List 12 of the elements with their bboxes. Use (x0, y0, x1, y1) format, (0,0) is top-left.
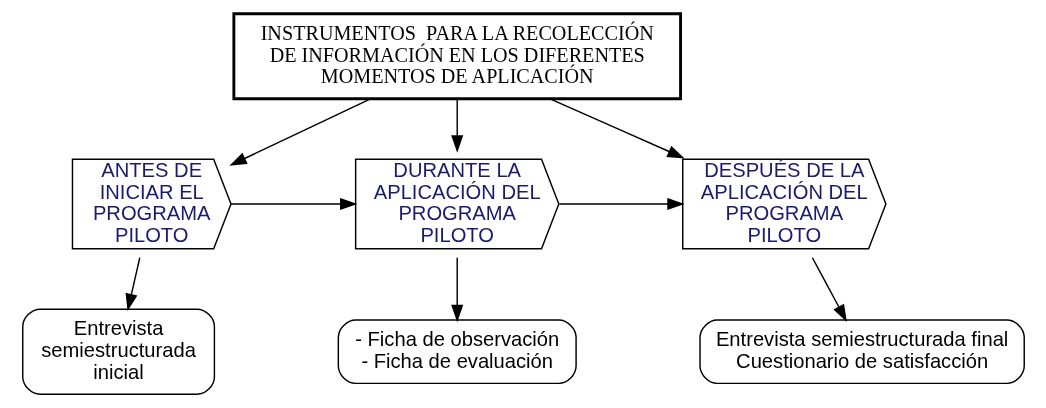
arrow (548, 98, 685, 159)
arrow (450, 257, 463, 323)
arrow (229, 197, 357, 211)
arrow (125, 257, 140, 312)
node-box: INSTRUMENTOS PARA LA RECOLECCIÓN DE INFORMACIÓN EN LOS DIFERENTES MOMENTOS DE APLICACIÓN (231, 12, 682, 101)
node-box: Entrevista semiestructurada inicial (21, 308, 215, 395)
arrow (558, 197, 685, 211)
arrow (228, 98, 371, 166)
node-box: - Ficha de observación - Ficha de evaluación (337, 319, 577, 385)
node-box: Entrevista semiestructurada final Cuestionario de satisfacción (698, 319, 1025, 385)
arrow (811, 257, 847, 322)
arrow (450, 98, 463, 153)
